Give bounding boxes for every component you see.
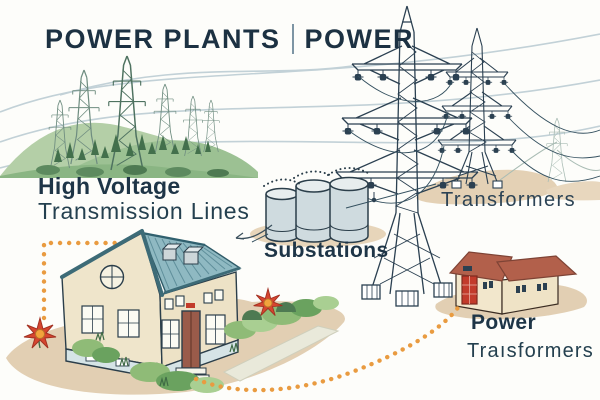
power-transformer-building xyxy=(448,251,578,315)
substation-feed-line xyxy=(251,183,437,243)
title-divider xyxy=(291,24,294,54)
page-title: POWER PLANTS POWER xyxy=(45,24,414,54)
label-high-voltage: High Voltage xyxy=(38,173,181,199)
label-power: Power xyxy=(471,311,537,334)
flow-arrow xyxy=(235,224,273,240)
substation-tanks xyxy=(250,167,437,247)
building-right-roof xyxy=(495,255,578,282)
bushes xyxy=(72,296,339,393)
transmission-tower-right xyxy=(437,27,517,189)
building-left-roof xyxy=(448,251,513,282)
building-windows xyxy=(483,281,547,293)
house-illustration xyxy=(60,229,242,382)
gable-windows xyxy=(81,305,140,338)
orange-dotted-flow-path xyxy=(193,302,463,393)
substation-tank xyxy=(329,176,369,244)
garden xyxy=(23,288,340,393)
line-insulator-icon xyxy=(371,192,377,203)
label-power-transformers: Traısformers xyxy=(467,340,594,362)
front-door xyxy=(181,310,201,369)
front-windows-small xyxy=(164,289,224,310)
grass-tufts xyxy=(95,331,239,387)
building-door xyxy=(461,275,478,305)
title-right: POWER xyxy=(304,23,415,54)
substation-tank xyxy=(295,179,333,243)
front-windows-tall xyxy=(161,314,226,349)
title-left: POWER PLANTS xyxy=(45,23,281,54)
label-transmission-lines: Transmission Lines xyxy=(38,198,250,224)
transmission-tower-faint xyxy=(499,117,600,183)
walkway xyxy=(222,325,340,382)
power-plant-hills-illustration xyxy=(0,55,258,178)
orange-dotted-boundary xyxy=(41,240,139,321)
label-transformers: Transformers xyxy=(441,189,576,211)
label-substations: Substations xyxy=(264,239,389,262)
substation-tank xyxy=(265,187,299,243)
trees xyxy=(54,134,211,162)
substation-corona-dots xyxy=(263,167,369,187)
building-sign xyxy=(463,266,472,271)
door-plaque xyxy=(186,303,195,308)
flower-icon xyxy=(23,288,283,349)
shrubs xyxy=(36,165,229,177)
roof-vent xyxy=(161,243,205,265)
round-gable-window xyxy=(99,264,125,290)
